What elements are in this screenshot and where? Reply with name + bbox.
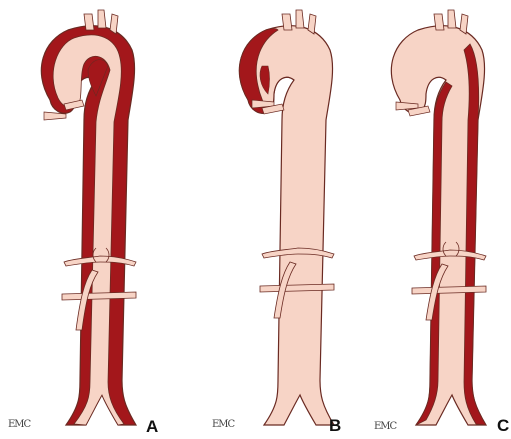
panel-label-c: C xyxy=(497,417,509,434)
emc-logo-b: EMC xyxy=(212,420,234,430)
panel-b-aorta xyxy=(239,10,334,425)
panel-label-a: A xyxy=(146,418,158,435)
panel-a-aorta xyxy=(41,10,136,425)
emc-logo-a: EMC xyxy=(8,420,30,430)
panel-label-b: B xyxy=(329,417,341,434)
emc-logo-c: EMC xyxy=(374,422,396,432)
panel-c-aorta xyxy=(391,10,486,425)
